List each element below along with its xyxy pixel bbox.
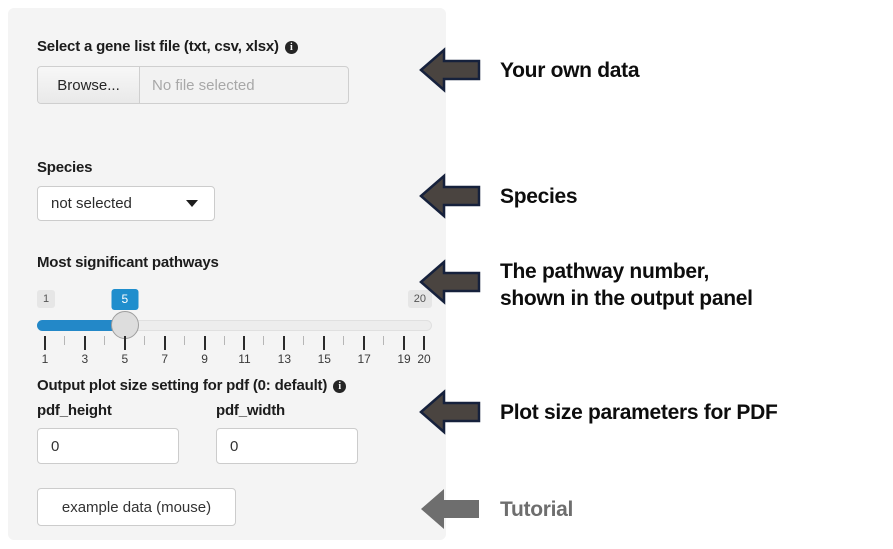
annotation-species: Species bbox=[418, 172, 578, 220]
slider-tick-major bbox=[403, 336, 406, 350]
pdf-height-field: pdf_height 0 bbox=[37, 402, 179, 464]
slider-tick-major bbox=[203, 336, 206, 350]
slider-tick-minor bbox=[103, 336, 105, 345]
slider-tick-label: 17 bbox=[357, 352, 371, 366]
annotation-your-own-data: Your own data bbox=[418, 46, 640, 94]
slider-tick-minor bbox=[183, 336, 185, 345]
slider-tick-major bbox=[163, 336, 166, 350]
species-selected-value: not selected bbox=[51, 195, 132, 212]
annotation-species-text: Species bbox=[500, 184, 578, 208]
slider-tick-minor bbox=[143, 336, 145, 345]
species-select[interactable]: not selected bbox=[37, 186, 215, 221]
annotation-plot-size-text: Plot size parameters for PDF bbox=[500, 400, 778, 424]
slider-min-label: 1 bbox=[37, 290, 56, 308]
slider-handle[interactable] bbox=[110, 311, 139, 339]
gene-list-file-label-text: Select a gene list file (txt, csv, xlsx) bbox=[37, 38, 279, 55]
slider-tick-label: 7 bbox=[161, 352, 169, 366]
slider-tick-label: 13 bbox=[277, 352, 292, 366]
left-arrow-icon bbox=[421, 489, 479, 529]
pdf-size-label: Output plot size setting for pdf (0: def… bbox=[37, 377, 432, 394]
example-data-button[interactable]: example data (mouse) bbox=[37, 488, 236, 526]
slider-max-label: 20 bbox=[407, 290, 432, 308]
gene-list-file-field: Select a gene list file (txt, csv, xlsx)… bbox=[37, 38, 349, 104]
slider-tick-label: 20 bbox=[417, 352, 431, 366]
slider-tick-major bbox=[283, 336, 286, 350]
annotation-pathway-number: The pathway number, shown in the output … bbox=[418, 258, 753, 312]
slider-tick-label: 19 bbox=[397, 352, 411, 366]
slider-tick-major bbox=[323, 336, 326, 350]
slider-tick-major bbox=[83, 336, 86, 350]
slider-tick-major bbox=[423, 336, 425, 350]
pdf-width-label: pdf_width bbox=[216, 402, 286, 419]
info-icon[interactable]: i bbox=[333, 380, 347, 393]
slider-tick-major bbox=[123, 336, 126, 350]
slider-ticks bbox=[37, 336, 432, 350]
left-arrow-icon bbox=[419, 259, 481, 305]
slider-tick-minor bbox=[223, 336, 225, 345]
slider-tick-major bbox=[243, 336, 246, 350]
pdf-size-field: Output plot size setting for pdf (0: def… bbox=[37, 377, 432, 464]
file-input-group[interactable]: Browse... No file selected bbox=[37, 66, 349, 104]
pdf-width-input[interactable]: 0 bbox=[216, 428, 358, 464]
slider-tick-label: 9 bbox=[201, 352, 208, 366]
annotation-pathway-number-line1: The pathway number, bbox=[500, 260, 710, 283]
species-label: Species bbox=[37, 159, 93, 176]
slider-tick-major bbox=[363, 336, 366, 350]
slider-value-tooltip: 5 bbox=[111, 289, 139, 310]
pdf-height-label: pdf_height bbox=[37, 402, 112, 419]
slider-tick-label: 11 bbox=[238, 352, 251, 366]
slider-tick-label: 5 bbox=[121, 352, 129, 366]
left-arrow-icon bbox=[419, 47, 481, 93]
browse-button[interactable]: Browse... bbox=[38, 67, 140, 103]
gene-list-file-label: Select a gene list file (txt, csv, xlsx)… bbox=[37, 38, 349, 55]
settings-panel: Select a gene list file (txt, csv, xlsx)… bbox=[8, 8, 446, 540]
slider-tick-label: 1 bbox=[41, 352, 49, 366]
info-icon[interactable]: i bbox=[284, 41, 298, 54]
slider-tick-minor bbox=[63, 336, 65, 345]
pdf-height-input[interactable]: 0 bbox=[37, 428, 179, 464]
left-arrow-icon bbox=[419, 389, 481, 435]
slider-tick-label: 15 bbox=[317, 352, 331, 366]
slider-tick-minor bbox=[343, 336, 345, 345]
slider-tick-label: 3 bbox=[81, 352, 89, 366]
annotation-tutorial-text: Tutorial bbox=[500, 497, 574, 521]
annotation-your-own-data-text: Your own data bbox=[500, 58, 640, 82]
pathways-slider-label: Most significant pathways bbox=[37, 254, 219, 271]
pdf-size-label-text: Output plot size setting for pdf (0: def… bbox=[37, 377, 328, 394]
annotation-plot-size: Plot size parameters for PDF bbox=[418, 388, 778, 436]
slider-tick-major bbox=[44, 336, 46, 350]
left-arrow-icon bbox=[419, 173, 481, 219]
slider-tick-minor bbox=[303, 336, 305, 345]
slider-fill bbox=[37, 320, 125, 331]
slider-tick-minor bbox=[263, 336, 265, 345]
species-field: Species not selected bbox=[37, 159, 215, 221]
file-name-display[interactable]: No file selected bbox=[152, 76, 255, 94]
annotation-tutorial: Tutorial bbox=[418, 485, 573, 533]
annotation-pathway-number-line2: shown in the output panel bbox=[500, 287, 753, 310]
pdf-width-field: pdf_width 0 bbox=[216, 402, 358, 464]
chevron-down-icon bbox=[186, 200, 198, 207]
slider-tick-minor bbox=[383, 336, 385, 345]
